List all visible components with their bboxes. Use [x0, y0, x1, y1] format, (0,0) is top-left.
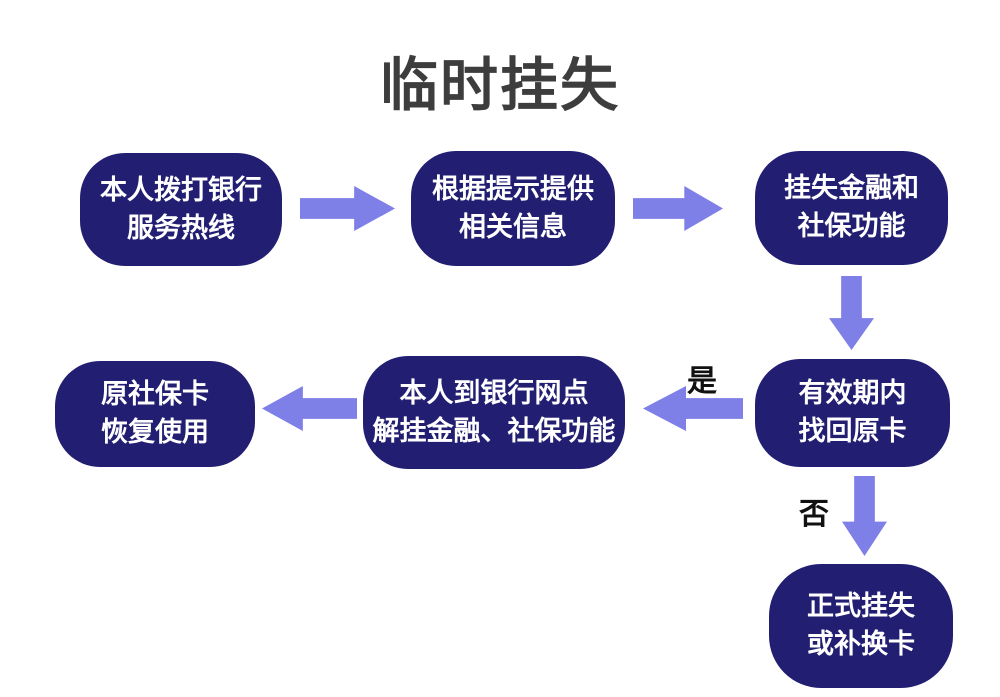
arrow-left-icon — [262, 386, 357, 431]
node-text-line: 本人到银行网点 — [399, 377, 589, 408]
node-find-original-card: 有效期内 找回原卡 — [755, 359, 950, 467]
node-text-line: 或补换卡 — [807, 629, 915, 659]
node-text-line: 服务热线 — [127, 212, 235, 243]
node-text-line: 相关信息 — [459, 211, 567, 242]
node-text-line: 正式挂失 — [807, 591, 915, 622]
node-text-line: 找回原卡 — [798, 416, 907, 446]
yes-label: 是 — [687, 365, 717, 398]
node-text-line: 有效期内 — [798, 378, 907, 409]
node-text-line: 社保功能 — [797, 211, 906, 241]
arrow-right-icon — [633, 186, 723, 231]
node-text-line: 挂失金融和 — [784, 173, 919, 204]
node-call-bank-hotline: 本人拨打银行 服务热线 — [80, 153, 282, 266]
node-freeze-functions: 挂失金融和 社保功能 — [755, 151, 948, 265]
node-provide-info: 根据提示提供 相关信息 — [411, 151, 615, 266]
node-text-line: 恢复使用 — [101, 417, 209, 447]
diagram-title: 临时挂失 — [379, 53, 620, 118]
node-text-line: 本人拨打银行 — [100, 174, 262, 205]
no-label: 否 — [799, 498, 829, 531]
node-restore-card-use: 原社保卡 恢复使用 — [55, 361, 255, 467]
arrow-right-icon — [300, 186, 395, 231]
node-text-line: 原社保卡 — [101, 379, 209, 410]
node-text-line: 解挂金融、社保功能 — [372, 415, 616, 446]
node-formal-loss-report: 正式挂失 或补换卡 — [769, 564, 953, 688]
arrow-down-icon — [829, 276, 874, 350]
arrow-down-icon — [842, 476, 887, 556]
node-text-line: 根据提示提供 — [432, 173, 594, 204]
node-unfreeze-at-branch: 本人到银行网点 解挂金融、社保功能 — [363, 356, 625, 469]
